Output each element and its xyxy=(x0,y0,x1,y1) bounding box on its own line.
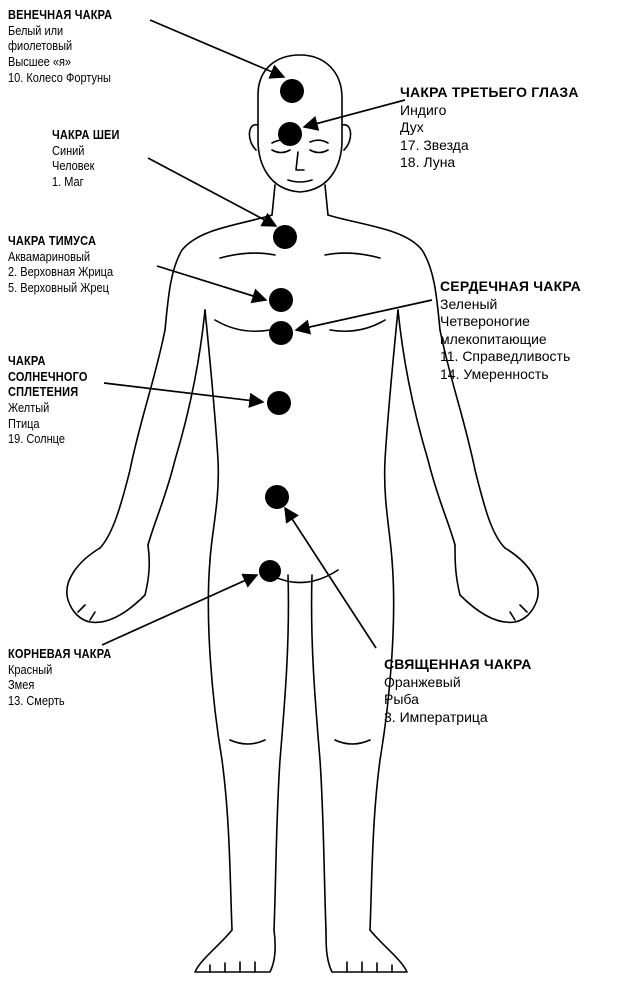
sacral-chakra-line: Рыба xyxy=(384,691,532,709)
third-eye-chakra-line: 17. Звезда xyxy=(400,137,579,155)
thymus-chakra-line: 2. Верховная Жрица xyxy=(8,265,113,281)
root-chakra-title: КОРНЕВАЯ ЧАКРА xyxy=(8,647,111,663)
root-chakra-line: 13. Смерть xyxy=(8,694,111,710)
throat-chakra-dot xyxy=(273,225,297,249)
thymus-chakra-line: Аквамариновый xyxy=(8,250,113,266)
solar-plexus-arrow xyxy=(104,383,263,402)
pointer-arrows xyxy=(102,20,432,648)
throat-chakra-label: ЧАКРА ШЕИ Синий Человек 1. Маг xyxy=(52,128,120,191)
crown-chakra-title: ВЕНЕЧНАЯ ЧАКРА xyxy=(8,8,112,24)
heart-chakra-label: СЕРДЕЧНАЯ ЧАКРА Зеленый Четвероногие мле… xyxy=(440,278,581,383)
solar-plexus-chakra-title: СОЛНЕЧНОГО xyxy=(8,370,88,386)
thymus-chakra-label: ЧАКРА ТИМУСА Аквамариновый 2. Верховная … xyxy=(8,234,113,297)
thymus-chakra-title: ЧАКРА ТИМУСА xyxy=(8,234,113,250)
heart-arrow xyxy=(296,300,432,330)
sacral-chakra-title: СВЯЩЕННАЯ ЧАКРА xyxy=(384,656,532,674)
sacral-chakra-line: 3. Императрица xyxy=(384,709,532,727)
sacral-chakra-line: Оранжевый xyxy=(384,674,532,692)
heart-chakra-line: Зеленый xyxy=(440,296,581,314)
thymus-arrow xyxy=(157,266,266,300)
root-chakra-line: Змея xyxy=(8,678,111,694)
third-eye-arrow xyxy=(304,100,405,127)
third-eye-chakra-dot xyxy=(278,122,302,146)
throat-chakra-line: 1. Маг xyxy=(52,175,120,191)
solar-plexus-chakra-label: ЧАКРА СОЛНЕЧНОГО СПЛЕТЕНИЯ Желтый Птица … xyxy=(8,354,88,448)
thymus-chakra-line: 5. Верховный Жрец xyxy=(8,281,113,297)
crown-chakra-label: ВЕНЕЧНАЯ ЧАКРА Белый или фиолетовый Высш… xyxy=(8,8,112,86)
crown-arrow xyxy=(150,20,284,77)
sacral-chakra-dot xyxy=(265,485,289,509)
throat-chakra-line: Синий xyxy=(52,144,120,160)
solar-plexus-chakra-title: ЧАКРА xyxy=(8,354,88,370)
root-arrow xyxy=(102,575,257,645)
solar-plexus-chakra-title: СПЛЕТЕНИЯ xyxy=(8,385,88,401)
solar-plexus-chakra-line: Птица xyxy=(8,417,88,433)
thymus-chakra-dot xyxy=(269,288,293,312)
third-eye-chakra-line: Дух xyxy=(400,119,579,137)
solar-plexus-chakra-line: Желтый xyxy=(8,401,88,417)
throat-chakra-title: ЧАКРА ШЕИ xyxy=(52,128,120,144)
heart-chakra-line: 14. Умеренность xyxy=(440,366,581,384)
heart-chakra-title: СЕРДЕЧНАЯ ЧАКРА xyxy=(440,278,581,296)
third-eye-chakra-title: ЧАКРА ТРЕТЬЕГО ГЛАЗА xyxy=(400,84,579,102)
root-chakra-line: Красный xyxy=(8,663,111,679)
human-figure-outline xyxy=(67,55,538,972)
root-chakra-dot xyxy=(259,560,281,582)
throat-arrow xyxy=(148,158,276,226)
third-eye-chakra-label: ЧАКРА ТРЕТЬЕГО ГЛАЗА Индиго Дух 17. Звез… xyxy=(400,84,579,172)
heart-chakra-line: млекопитающие xyxy=(440,331,581,349)
solar-plexus-chakra-dot xyxy=(267,391,291,415)
heart-chakra-dot xyxy=(269,321,293,345)
crown-chakra-line: Белый или xyxy=(8,24,112,40)
third-eye-chakra-line: 18. Луна xyxy=(400,154,579,172)
crown-chakra-dot xyxy=(280,79,304,103)
crown-chakra-line: Высшее «я» xyxy=(8,55,112,71)
sacral-arrow xyxy=(285,508,376,648)
throat-chakra-line: Человек xyxy=(52,159,120,175)
crown-chakra-line: фиолетовый xyxy=(8,39,112,55)
root-chakra-label: КОРНЕВАЯ ЧАКРА Красный Змея 13. Смерть xyxy=(8,647,111,710)
crown-chakra-line: 10. Колесо Фортуны xyxy=(8,71,112,87)
heart-chakra-line: Четвероногие xyxy=(440,313,581,331)
sacral-chakra-label: СВЯЩЕННАЯ ЧАКРА Оранжевый Рыба 3. Импера… xyxy=(384,656,532,726)
solar-plexus-chakra-line: 19. Солнце xyxy=(8,432,88,448)
heart-chakra-line: 11. Справедливость xyxy=(440,348,581,366)
third-eye-chakra-line: Индиго xyxy=(400,102,579,120)
